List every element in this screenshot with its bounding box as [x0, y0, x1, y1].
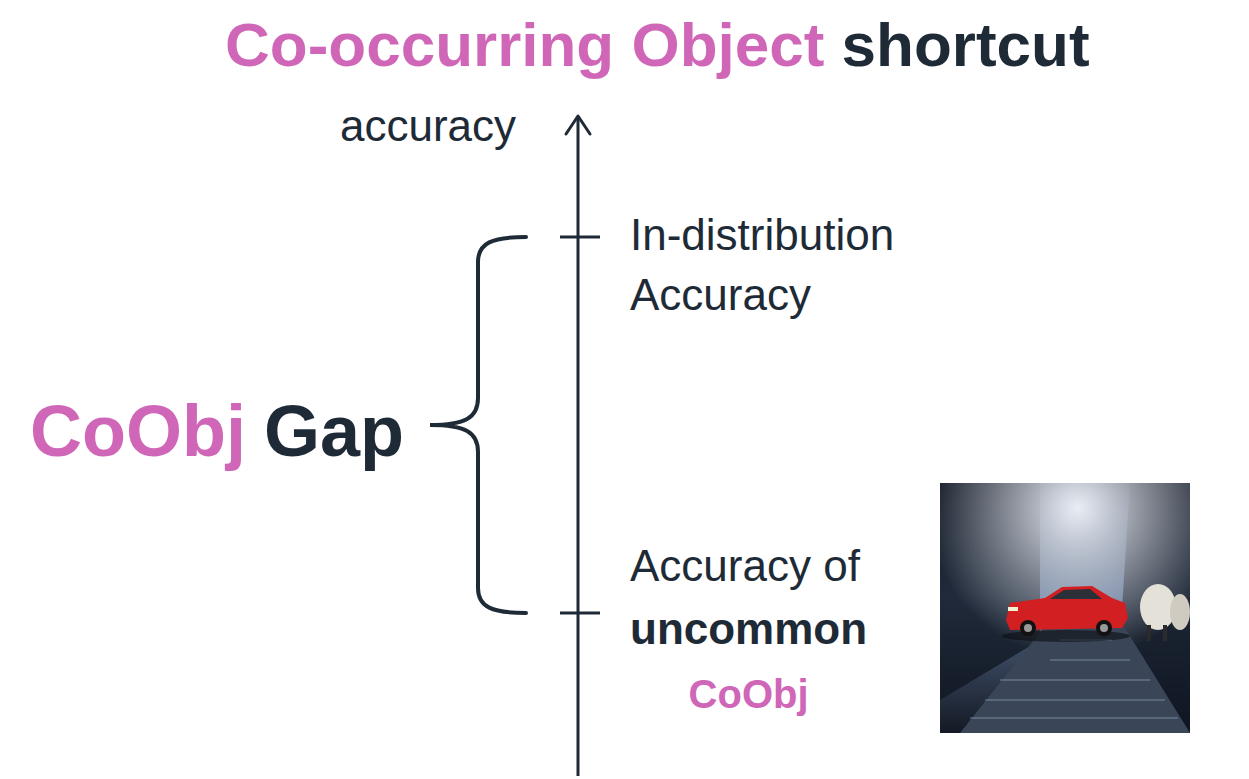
curly-bracket	[430, 237, 526, 613]
tick-label: CoObj	[689, 670, 809, 718]
title: Co-occurring Object shortcut	[225, 8, 1090, 82]
tick-label: Accuracy of	[630, 540, 860, 593]
axis-arrowhead	[566, 116, 590, 134]
tick-label: uncommon	[630, 603, 867, 656]
tick-label: In-distribution Accuracy	[630, 205, 960, 325]
gap-label: Gap	[264, 388, 404, 474]
gap-label: CoObj	[30, 388, 246, 474]
axis-tick	[560, 612, 600, 615]
axis-label: accuracy	[340, 100, 516, 153]
example-image	[940, 483, 1190, 733]
axis-line	[577, 118, 580, 776]
axis-tick	[560, 236, 600, 239]
